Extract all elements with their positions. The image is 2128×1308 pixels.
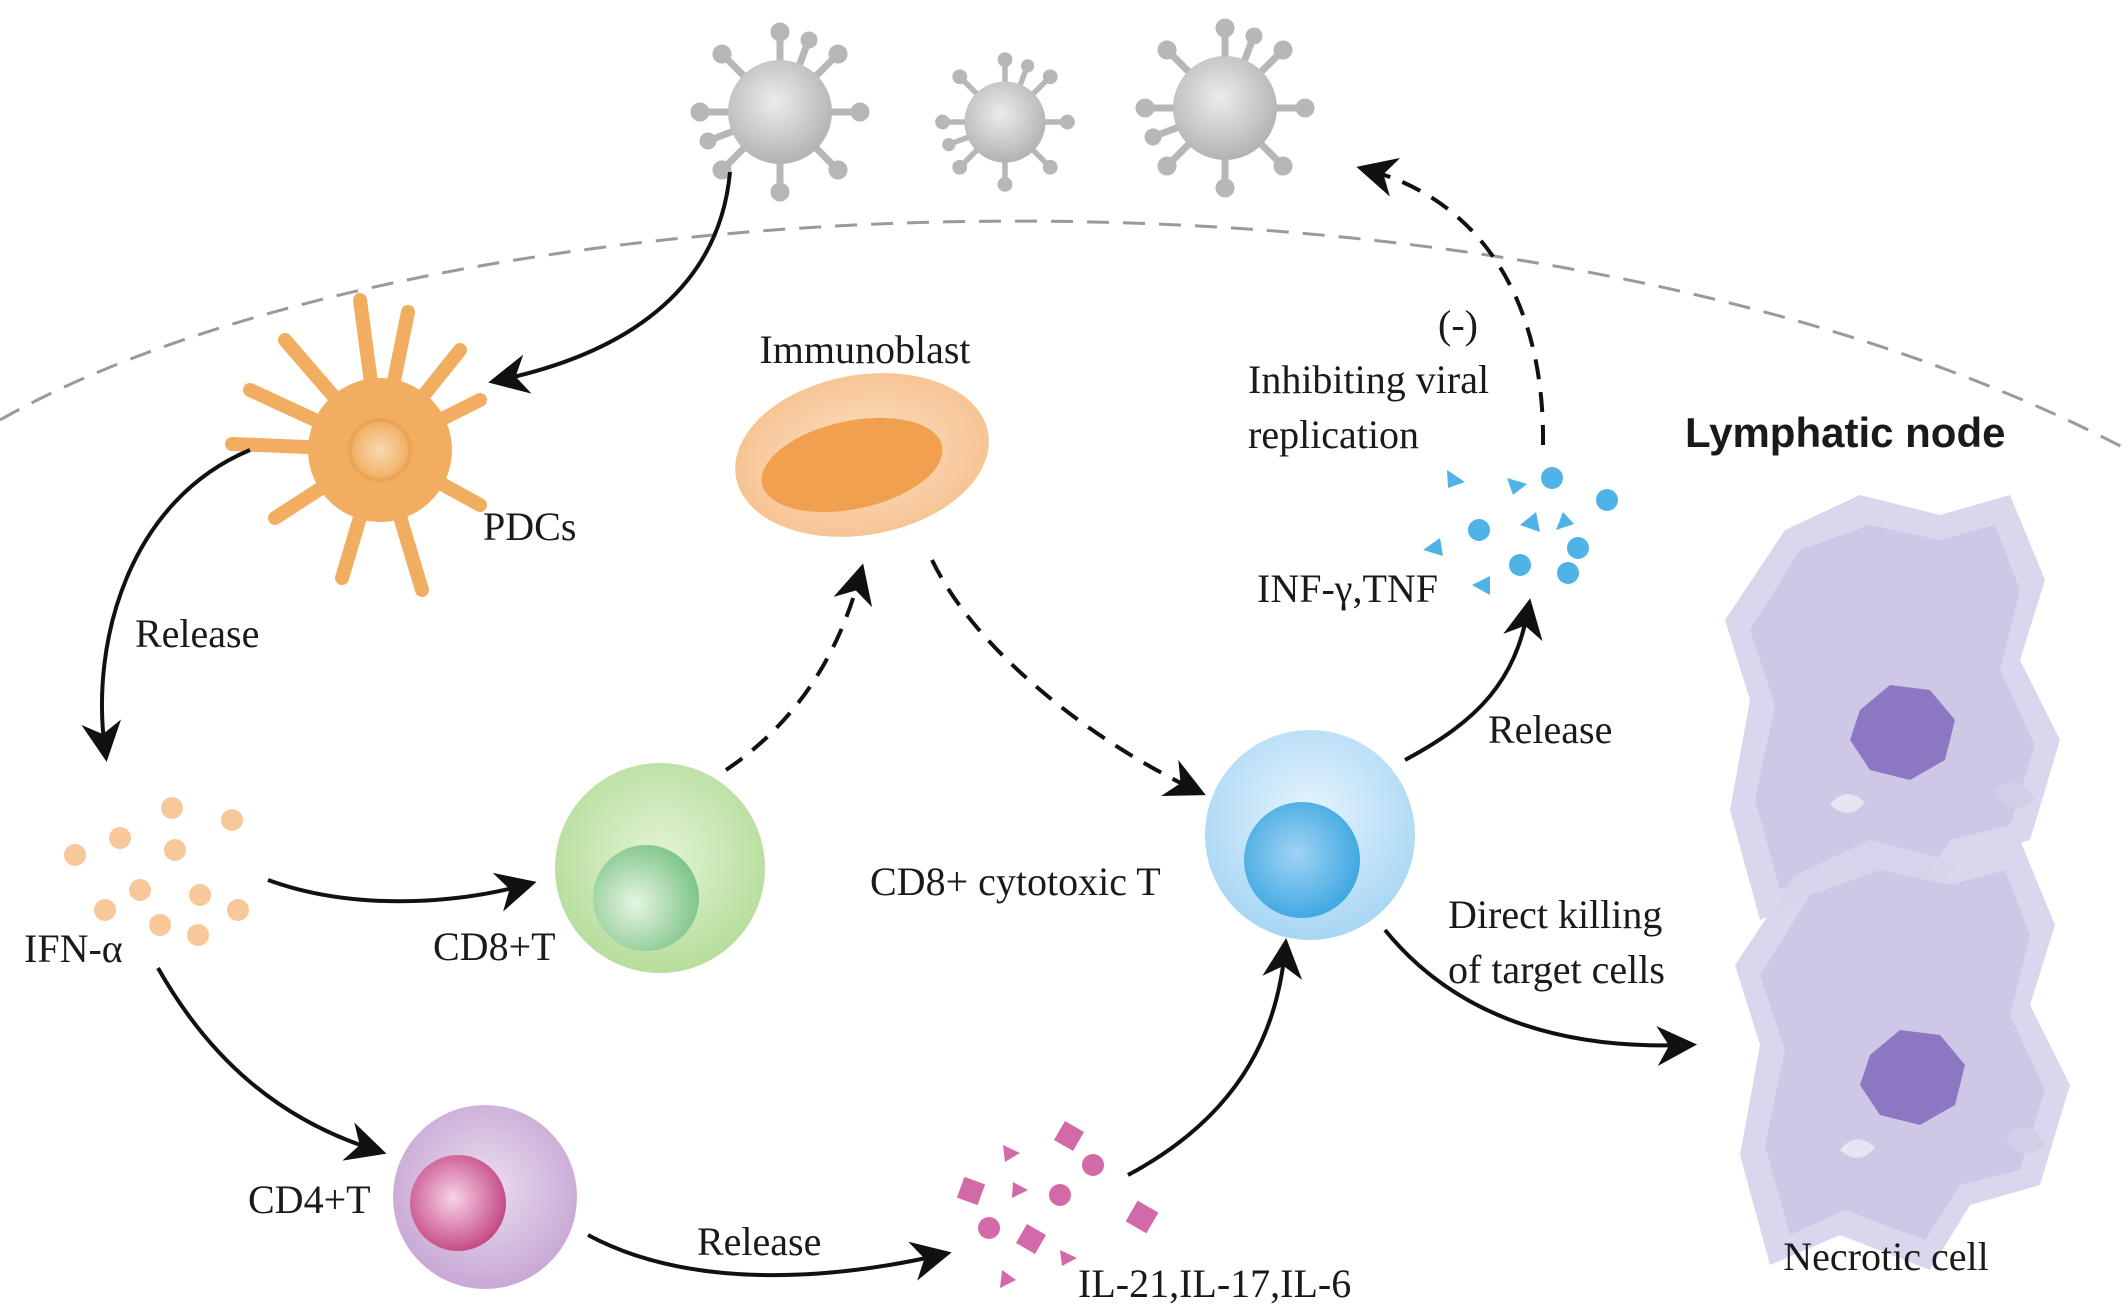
- label-lymphatic-node: Lymphatic node: [1685, 409, 2005, 456]
- cd8t-cell-icon: [555, 763, 765, 973]
- label-pdcs: PDCs: [483, 504, 576, 549]
- cd4t-cell-icon: [393, 1105, 577, 1289]
- label-release-right: Release: [1488, 707, 1612, 752]
- label-direct-killing-1: Direct killing: [1448, 892, 1662, 937]
- necrotic-cell-icon: [1735, 840, 2070, 1270]
- arrow-virus-to-pdc: [488, 171, 732, 394]
- cytotoxic-t-cell-icon: [1205, 730, 1415, 940]
- label-direct-killing-2: of target cells: [1448, 947, 1665, 992]
- label-ifn-alpha: IFN-α: [24, 926, 123, 971]
- label-cd8t: CD8+T: [433, 924, 556, 969]
- immunoblast-icon: [735, 373, 989, 537]
- arrow-cytotoxic-to-inf: [1404, 598, 1543, 762]
- arrow-pdc-to-ifn: [81, 448, 251, 762]
- arrow-il-to-cytotoxic: [1127, 938, 1303, 1177]
- label-interleukins: IL-21,IL-17,IL-6: [1078, 1261, 1351, 1306]
- label-cd4t: CD4+T: [248, 1177, 371, 1222]
- label-inhibiting-1: Inhibiting viral: [1248, 357, 1489, 402]
- pdc-cell-icon: [225, 293, 487, 597]
- virus-icon: [694, 26, 866, 198]
- label-release-left: Release: [135, 611, 259, 656]
- label-inhibiting-2: replication: [1248, 412, 1419, 457]
- dashed-arrow-cd8t-to-immunoblast: [724, 563, 873, 772]
- label-immunoblast: Immunoblast: [759, 327, 970, 372]
- label-negative-sign: (-): [1438, 302, 1478, 347]
- arrow-ifn-to-cd4t: [156, 967, 387, 1161]
- dashed-arrow-immunoblast-to-cytotoxic: [930, 559, 1206, 797]
- ifn-alpha-particles: [64, 797, 249, 946]
- virus-icon: [1139, 22, 1311, 194]
- arrow-cd4t-to-il: [587, 1233, 952, 1281]
- dashed-arrow-inf-to-virus: [1356, 157, 1546, 446]
- lymph-node-boundary: [0, 219, 2128, 452]
- interleukin-particles: [956, 1120, 1159, 1288]
- inf-tnf-particles: [1423, 467, 1618, 595]
- label-necrotic-cell: Necrotic cell: [1783, 1234, 1988, 1279]
- label-release-bottom: Release: [697, 1219, 821, 1264]
- arrow-cytotoxic-to-necrotic: [1383, 928, 1697, 1067]
- arrow-ifn-to-cd8t: [267, 872, 537, 912]
- label-inf-tnf: INF-γ,TNF: [1257, 566, 1438, 611]
- virus-icon: [938, 55, 1072, 189]
- label-cd8-cytotoxic: CD8+ cytotoxic T: [870, 859, 1161, 904]
